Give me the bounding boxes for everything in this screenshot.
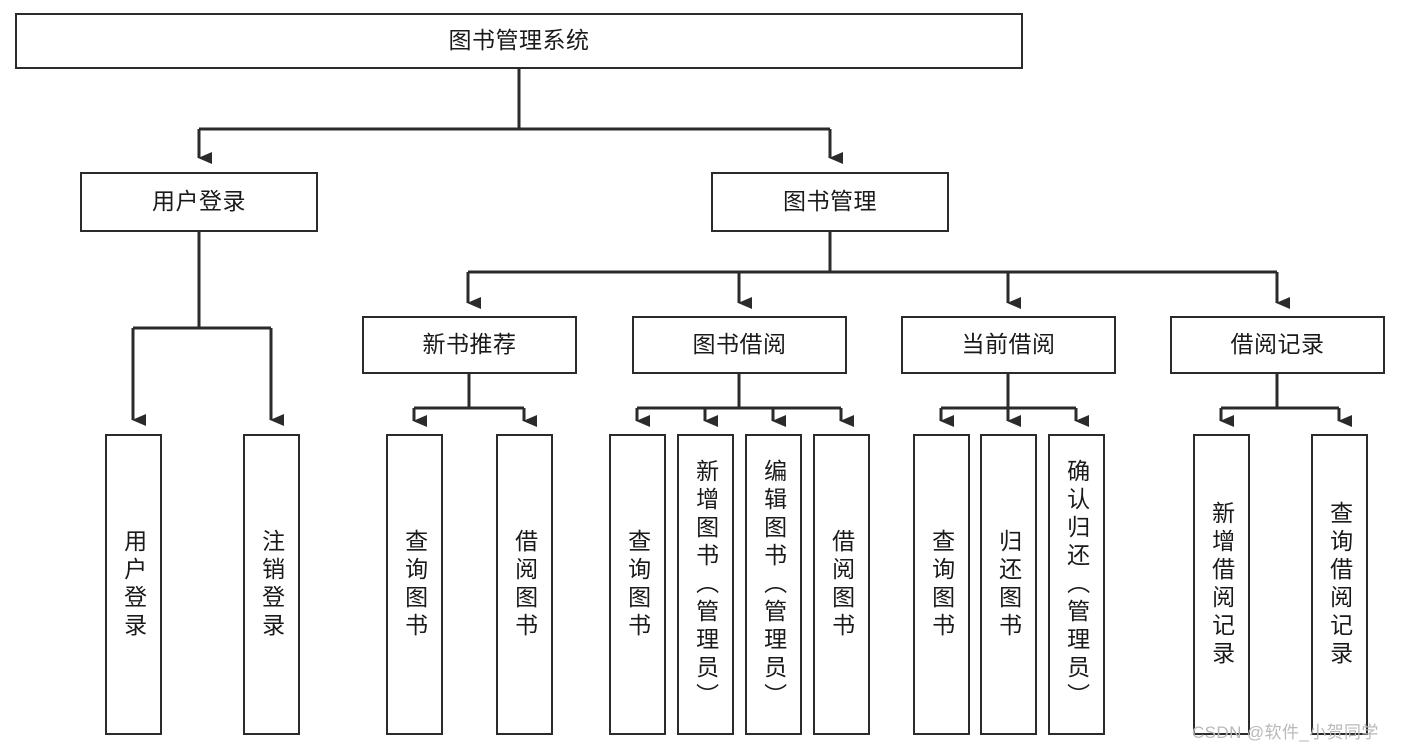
node-leaf-add-borrow-record[interactable]: 新增借阅记录 — [1193, 434, 1250, 735]
node-leaf-query-borrow-record[interactable]: 查询借阅记录 — [1311, 434, 1368, 735]
node-label: 注销登录 — [258, 528, 285, 641]
node-current-borrow[interactable]: 当前借阅 — [901, 316, 1116, 374]
node-leaf-query-book-current[interactable]: 查询图书 — [913, 434, 970, 735]
node-leaf-confirm-return[interactable]: 确认归还（管理员） — [1048, 434, 1105, 735]
node-label: 查询图书 — [401, 528, 428, 641]
node-leaf-logout-login[interactable]: 注销登录 — [243, 434, 300, 735]
node-label: 用户登录 — [120, 528, 147, 641]
node-user-login[interactable]: 用户登录 — [80, 172, 318, 232]
node-label: 查询借阅记录 — [1326, 500, 1353, 669]
node-label: 图书管理系统 — [448, 27, 590, 54]
node-label: 确认归还（管理员） — [1063, 458, 1090, 711]
node-label: 借阅记录 — [1230, 331, 1325, 358]
node-book-borrow[interactable]: 图书借阅 — [632, 316, 847, 374]
node-book-management[interactable]: 图书管理 — [711, 172, 949, 232]
csdn-watermark: CSDN @软件_小贺同学 — [1192, 723, 1379, 742]
node-label: 用户登录 — [152, 188, 246, 215]
node-leaf-borrow-book[interactable]: 借阅图书 — [813, 434, 870, 735]
node-label: 查询图书 — [928, 528, 955, 641]
node-leaf-return-book[interactable]: 归还图书 — [980, 434, 1037, 735]
node-leaf-edit-book[interactable]: 编辑图书（管理员） — [745, 434, 802, 735]
node-label: 借阅图书 — [828, 528, 855, 641]
node-label: 图书借阅 — [692, 331, 787, 358]
node-label: 图书管理 — [783, 188, 877, 215]
node-leaf-query-book-borrow[interactable]: 查询图书 — [609, 434, 666, 735]
node-root-book-management-system[interactable]: 图书管理系统 — [15, 13, 1023, 69]
node-label: 新增图书（管理员） — [692, 458, 719, 711]
node-label: 新书推荐 — [422, 331, 517, 358]
node-label: 归还图书 — [995, 528, 1022, 641]
node-label: 编辑图书（管理员） — [760, 458, 787, 711]
node-label: 查询图书 — [624, 528, 651, 641]
node-label: 借阅图书 — [511, 528, 538, 641]
node-leaf-add-book[interactable]: 新增图书（管理员） — [677, 434, 734, 735]
node-leaf-query-book-recommend[interactable]: 查询图书 — [386, 434, 443, 735]
node-leaf-borrow-book-recommend[interactable]: 借阅图书 — [496, 434, 553, 735]
node-label: 当前借阅 — [961, 331, 1056, 358]
node-borrow-record[interactable]: 借阅记录 — [1170, 316, 1385, 374]
node-new-book-recommend[interactable]: 新书推荐 — [362, 316, 577, 374]
node-label: 新增借阅记录 — [1208, 500, 1235, 669]
node-leaf-user-login[interactable]: 用户登录 — [105, 434, 162, 735]
